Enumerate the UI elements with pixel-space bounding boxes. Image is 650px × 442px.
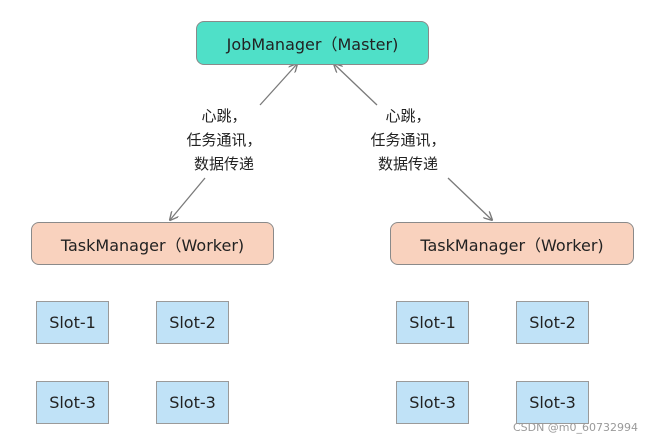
edge-label-right-line: 数据传递 xyxy=(377,155,438,173)
slot-right-1: Slot-1 xyxy=(396,301,469,344)
arrow-right-down xyxy=(447,177,492,220)
slot-left-3: Slot-3 xyxy=(36,381,109,424)
slot-left-1: Slot-1 xyxy=(36,301,109,344)
arrow-left-down xyxy=(170,177,206,220)
slot-right-2: Slot-2 xyxy=(516,301,589,344)
watermark-text: CSDN @m0_60732994 xyxy=(512,421,638,434)
edge-label-right: 心跳， 任务通讯， 数据传递 xyxy=(352,104,464,176)
edge-label-left-line: 心跳， xyxy=(201,107,247,125)
arrow-right-up xyxy=(334,64,378,106)
slot-left-2: Slot-2 xyxy=(156,301,229,344)
slot-right-4: Slot-3 xyxy=(516,381,589,424)
task-manager-right-node: TaskManager（Worker) xyxy=(390,222,634,265)
arrow-left-up xyxy=(259,64,297,106)
edge-label-left: 心跳， 任务通讯， 数据传递 xyxy=(168,104,280,176)
slot-right-3: Slot-3 xyxy=(396,381,469,424)
task-manager-left-node: TaskManager（Worker) xyxy=(31,222,274,265)
edge-label-right-line: 任务通讯， xyxy=(370,131,446,149)
slot-left-4: Slot-3 xyxy=(156,381,229,424)
edge-label-right-line: 心跳， xyxy=(385,107,431,125)
edge-label-left-line: 任务通讯， xyxy=(186,131,262,149)
job-manager-node: JobManager（Master) xyxy=(196,21,429,65)
edge-label-left-line: 数据传递 xyxy=(193,155,254,173)
